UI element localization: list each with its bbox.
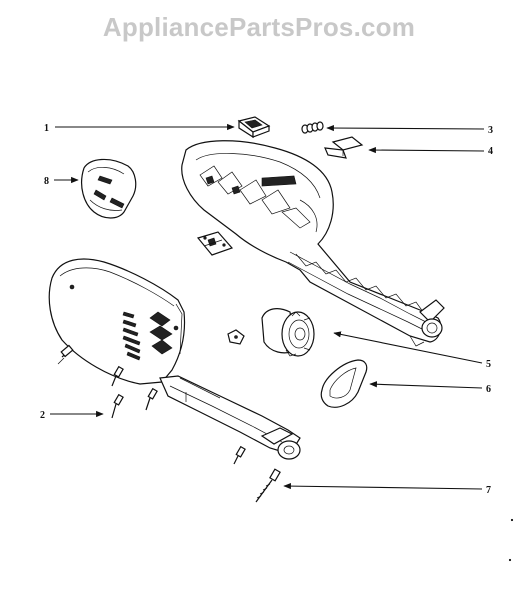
lower-screw — [233, 445, 246, 465]
callout-4-label: 4 — [488, 146, 493, 157]
callout-6-label: 6 — [486, 384, 491, 395]
part-2-screw-d — [145, 387, 158, 411]
callout-7-label: 7 — [486, 485, 491, 496]
callout-1-label: 1 — [44, 123, 49, 134]
part-2-screw-c — [111, 393, 124, 419]
watermark-text: AppliancePartsPros.com — [102, 12, 416, 42]
scan-speck — [508, 558, 512, 562]
part-3-spring — [301, 121, 324, 134]
callout-5-arrow — [333, 331, 483, 364]
motor-connector — [227, 329, 245, 345]
callout-5-label: 5 — [486, 359, 491, 370]
part-4-switch-clip — [324, 136, 364, 159]
part-6-cover-plate — [320, 359, 368, 408]
part-1-switch-button — [237, 116, 271, 139]
callout-6-arrow — [369, 381, 483, 389]
scan-speck — [510, 518, 514, 522]
callout-3-label: 3 — [488, 125, 493, 136]
part-8-grip-pad — [81, 158, 137, 219]
part-2-screw-a — [57, 344, 74, 365]
callout-2-label: 2 — [40, 410, 45, 421]
callout-4-arrow — [368, 146, 485, 154]
lower-main-housing — [48, 258, 301, 460]
callout-8-label: 8 — [44, 176, 49, 187]
callout-3-arrow — [326, 124, 485, 132]
circuit-board — [196, 231, 234, 256]
part-2-screw-b — [111, 365, 124, 387]
callout-7-arrow — [283, 483, 483, 490]
upper-handle-housing — [181, 140, 445, 347]
part-5-motor — [261, 308, 315, 357]
part-7-long-screw — [255, 468, 281, 503]
